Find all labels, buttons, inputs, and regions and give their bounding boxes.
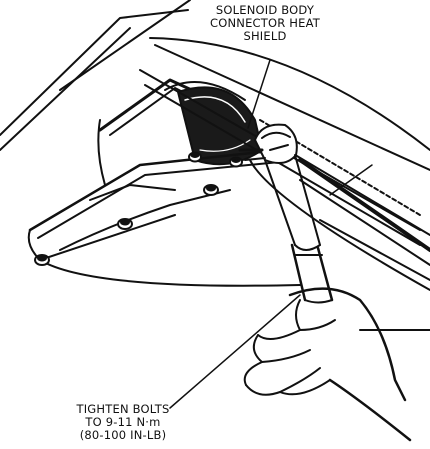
pan-bolt	[188, 151, 202, 163]
tighten-bolts-callout: TIGHTEN BOLTS TO 9-11 N·m (80-100 IN-LB)	[48, 403, 198, 442]
callout-line: (80-100 IN-LB)	[79, 428, 167, 442]
callout-line: TO 9-11 N·m	[85, 415, 161, 429]
callout-line: CONNECTOR HEAT	[209, 16, 321, 30]
shield-leader-line	[247, 59, 271, 129]
heat-shield	[177, 86, 263, 166]
callout-line: SHIELD	[243, 29, 287, 43]
frame-rails	[0, 0, 191, 151]
pan-bolt	[34, 254, 50, 266]
solenoid-shield-callout: SOLENOID BODY CONNECTOR HEAT SHIELD	[190, 4, 340, 43]
hand	[243, 287, 412, 442]
pan-bolt	[117, 218, 133, 230]
body-pointer-line	[329, 164, 373, 196]
pan-bolts	[34, 151, 243, 266]
bolts-leader-line	[169, 294, 301, 409]
callout-line: TIGHTEN BOLTS	[76, 402, 170, 416]
pan-bolt	[229, 156, 243, 168]
callout-line: SOLENOID BODY	[215, 3, 315, 17]
torque-wrench	[238, 123, 334, 304]
pan-bolt	[203, 184, 219, 196]
vehicle-body-panel	[149, 37, 430, 331]
